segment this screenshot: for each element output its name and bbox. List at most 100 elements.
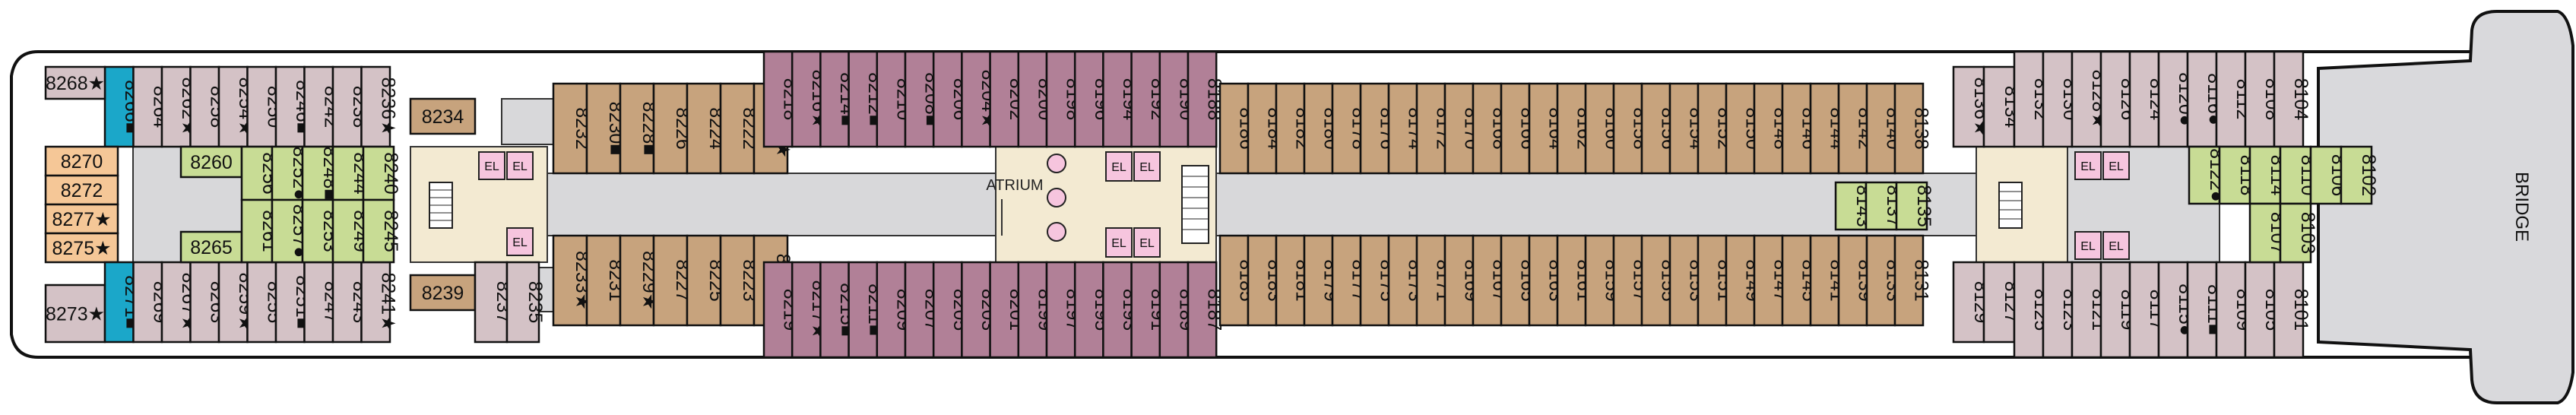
cabin-cell[interactable] [1668, 234, 1700, 327]
cabin-8268[interactable]: 8268★ [44, 65, 106, 100]
cabin-cell[interactable] [1472, 82, 1503, 175]
cabin-cell[interactable] [331, 198, 365, 264]
cabin-8109[interactable]: 8109 [2215, 261, 2254, 359]
cabin-cell[interactable] [1045, 50, 1076, 148]
cabin-8241[interactable]: 8241★ [360, 261, 399, 344]
cabin-cell[interactable] [1528, 82, 1559, 175]
cabin-cell[interactable] [1893, 82, 1925, 175]
cabin-8245[interactable]: 8245 [362, 198, 401, 264]
cabin-8135[interactable]: 8135 [1895, 181, 1934, 231]
cabin-cell[interactable] [2042, 50, 2074, 148]
cabin-cell[interactable] [1247, 234, 1278, 327]
cabin-cell[interactable] [652, 234, 689, 327]
cabin-8229[interactable]: 8229★ [619, 234, 660, 327]
cabin-cell[interactable] [44, 65, 106, 100]
cabin-cell[interactable] [2215, 50, 2247, 148]
cabin-cell[interactable] [1158, 50, 1190, 148]
cabin-cell[interactable] [1612, 234, 1643, 327]
cabin-8262[interactable]: 8262★ [160, 65, 199, 148]
cabin-cell[interactable] [2244, 50, 2276, 148]
cabin-cell[interactable] [1415, 234, 1446, 327]
cabin-cell[interactable] [619, 234, 655, 327]
cabin-cell[interactable] [2099, 50, 2131, 148]
cabin-cell[interactable] [331, 145, 365, 201]
cabin-8228[interactable]: 8228■ [619, 82, 660, 175]
cabin-8205[interactable]: 8205 [932, 261, 971, 359]
cabin-8112[interactable]: 8112 [2215, 50, 2254, 148]
cabin-cell[interactable] [1500, 234, 1531, 327]
cabin-8231[interactable]: 8231 [585, 234, 626, 327]
cabin-cell[interactable] [686, 234, 722, 327]
cabin-8140[interactable]: 8140 [1865, 82, 1904, 175]
cabin-8143[interactable]: 8143 [1834, 181, 1874, 231]
cabin-8115[interactable]: 8115● [2157, 261, 2196, 359]
cabin-8104[interactable]: 8104 [2273, 50, 2311, 148]
cabin-8266[interactable]: 8266■ [103, 65, 142, 148]
cabin-8171[interactable]: 8171 [1415, 234, 1454, 327]
cabin-cell[interactable] [2279, 202, 2312, 264]
cabin-cell[interactable] [189, 261, 220, 344]
cabin-cell[interactable] [1584, 234, 1615, 327]
cabin-cell[interactable] [2186, 261, 2218, 359]
cabin-cell[interactable] [2071, 50, 2102, 148]
cabin-cell[interactable] [2273, 50, 2305, 148]
cabin-cell[interactable] [1187, 261, 1218, 359]
cabin-cell[interactable] [2248, 145, 2282, 205]
cabin-8105[interactable]: 8105 [2244, 261, 2283, 359]
cabin-cell[interactable] [1303, 82, 1334, 175]
cabin-cell[interactable] [44, 232, 119, 264]
cabin-8117[interactable]: 8117 [2128, 261, 2167, 359]
cabin-cell[interactable] [619, 82, 655, 175]
cabin-8110[interactable]: 8110 [2279, 145, 2318, 205]
cabin-8138[interactable]: 8138 [1893, 82, 1932, 175]
cabin-cell[interactable] [2071, 261, 2102, 359]
cabin-cell[interactable] [819, 261, 850, 359]
cabin-8126[interactable]: 8126 [2099, 50, 2138, 148]
cabin-cell[interactable] [876, 261, 907, 359]
cabin-cell[interactable] [240, 198, 274, 264]
cabin-8185[interactable]: 8185 [1218, 234, 1257, 327]
cabin-cell[interactable] [1809, 234, 1840, 327]
cabin-cell[interactable] [848, 261, 879, 359]
cabin-cell[interactable] [719, 234, 756, 327]
cabin-cell[interactable] [652, 82, 689, 175]
cabin-cell[interactable] [2128, 50, 2160, 148]
cabin-cell[interactable] [1640, 234, 1671, 327]
cabin-8102[interactable]: 8102 [2340, 145, 2379, 205]
cabin-cell[interactable] [762, 261, 794, 359]
cabin-8148[interactable]: 8148 [1753, 82, 1792, 175]
cabin-8198[interactable]: 8198 [1045, 50, 1084, 148]
cabin-8240[interactable]: 8240 [362, 145, 401, 201]
cabin-8260[interactable]: 8260 [179, 145, 243, 179]
cabin-8263[interactable]: 8263 [189, 261, 228, 344]
cabin-8169[interactable]: 8169 [1443, 234, 1482, 327]
cabin-cell[interactable] [1500, 82, 1531, 175]
cabin-8273[interactable]: 8273★ [44, 284, 106, 344]
cabin-8235[interactable]: 8235 [505, 261, 546, 344]
cabin-cell[interactable] [1073, 50, 1104, 148]
cabin-8187[interactable]: 8187 [1187, 261, 1225, 359]
cabin-cell[interactable] [791, 50, 822, 148]
cabin-8131[interactable]: 8131 [1893, 234, 1932, 327]
cabin-cell[interactable] [1130, 261, 1161, 359]
cabin-cell[interactable] [1952, 65, 1985, 148]
cabin-cell[interactable] [179, 230, 243, 264]
cabin-cell[interactable] [791, 261, 822, 359]
cabin-cell[interactable] [271, 198, 304, 264]
cabin-cell[interactable] [1668, 82, 1700, 175]
cabin-8275[interactable]: 8275★ [44, 232, 119, 264]
cabin-cell[interactable] [160, 65, 192, 148]
cabin-cell[interactable] [1895, 181, 1928, 231]
cabin-8153[interactable]: 8153 [1668, 234, 1707, 327]
cabin-cell[interactable] [1753, 82, 1784, 175]
cabin-8208[interactable]: 8208■ [904, 50, 943, 148]
cabin-cell[interactable] [331, 65, 363, 148]
cabin-cell[interactable] [2188, 145, 2221, 205]
cabin-cell[interactable] [904, 50, 935, 148]
cabin-cell[interactable] [1781, 82, 1812, 175]
cabin-8106[interactable]: 8106 [2309, 145, 2349, 205]
cabin-cell[interactable] [719, 82, 756, 175]
cabin-8261[interactable]: 8261 [240, 198, 280, 264]
cabin-8254[interactable]: 8254★ [217, 65, 256, 148]
cabin-cell[interactable] [2340, 145, 2373, 205]
